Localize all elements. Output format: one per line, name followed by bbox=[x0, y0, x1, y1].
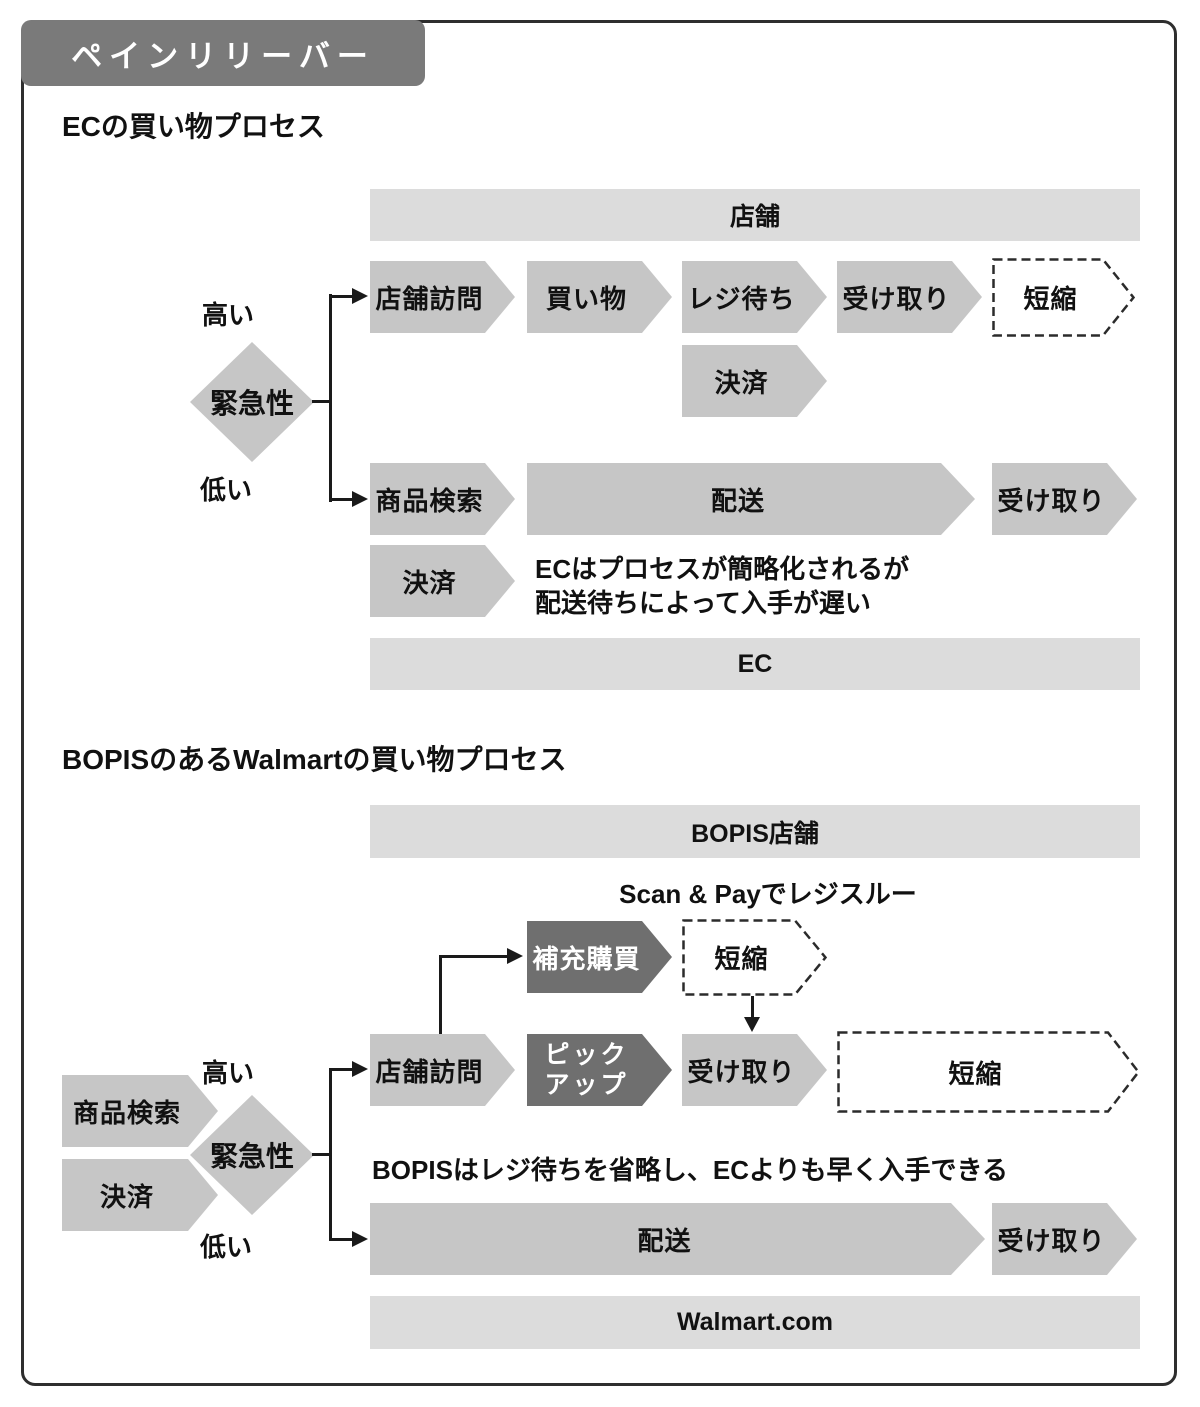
bopis-heading: BOPISのあるWalmartの買い物プロセス bbox=[62, 744, 567, 775]
ec-store-bar-label: 店舗 bbox=[729, 203, 780, 231]
chevron-payment-bopis-label: 決済 bbox=[99, 1181, 154, 1212]
replenish-arrowhead bbox=[507, 948, 523, 964]
replenish-elbow-vertical bbox=[439, 955, 442, 1034]
bopis-branch-stub bbox=[312, 1153, 332, 1156]
bopis-branch-vertical bbox=[329, 1068, 332, 1241]
chevron-delivery-bopis: 配送 bbox=[370, 1203, 985, 1275]
chevron-replenish: 補充購買 bbox=[527, 921, 672, 993]
ec-branch-high-arrowhead bbox=[352, 288, 368, 304]
chevron-delivery-ec: 配送 bbox=[527, 463, 975, 535]
chevron-product-search-bopis: 商品検索 bbox=[62, 1075, 218, 1147]
chevron-receive-high: 受け取り bbox=[837, 261, 982, 333]
chevron-register-wait: レジ待ち bbox=[682, 261, 827, 333]
bopis-urgency-label: 緊急性 bbox=[209, 1141, 294, 1172]
chevron-store-visit-bopis: 店舗訪問 bbox=[370, 1034, 515, 1106]
chevron-shopping-label: 買い物 bbox=[545, 283, 627, 314]
chevron-delivery-ec-label: 配送 bbox=[710, 485, 765, 516]
shorten-down-line bbox=[751, 996, 754, 1018]
ec-branch-low-line bbox=[330, 498, 354, 501]
ec-label-low: 低い bbox=[200, 475, 253, 505]
chevron-payment-high-label: 決済 bbox=[714, 367, 769, 398]
bopis-branch-low-arrowhead bbox=[352, 1231, 368, 1247]
chevron-pickup-label: ピック アップ bbox=[544, 1040, 628, 1100]
dashed-chevron-shorten-replenish: 短縮 bbox=[682, 919, 827, 996]
ec-store-bar: 店舗 bbox=[370, 189, 1140, 241]
walmart-bar-label: Walmart.com bbox=[676, 1308, 834, 1336]
chevron-product-search-ec: 商品検索 bbox=[370, 463, 515, 535]
chevron-register-wait-label: レジ待ち bbox=[687, 283, 796, 314]
chevron-receive-high-label: 受け取り bbox=[842, 283, 951, 314]
chevron-payment-low-ec: 決済 bbox=[370, 545, 515, 617]
ec-bar-label: EC bbox=[737, 649, 773, 678]
bopis-branch-high-line bbox=[330, 1068, 354, 1071]
chevron-receive-low-bopis-label: 受け取り bbox=[997, 1225, 1106, 1256]
ec-label-high: 高い bbox=[202, 300, 255, 330]
ec-branch-high-line bbox=[330, 295, 354, 298]
chevron-receive-high-bopis: 受け取り bbox=[682, 1034, 827, 1106]
title-tab: ペインリリーバー bbox=[21, 20, 425, 86]
bopis-store-bar: BOPIS店舗 bbox=[370, 805, 1140, 858]
chevron-store-visit: 店舗訪問 bbox=[370, 261, 515, 333]
chevron-payment-bopis: 決済 bbox=[62, 1159, 218, 1231]
bopis-branch-low-line bbox=[330, 1238, 354, 1241]
chevron-receive-low-ec: 受け取り bbox=[992, 463, 1137, 535]
dashed-chevron-shorten-long-label: 短縮 bbox=[948, 1058, 1003, 1089]
chevron-store-visit-bopis-label: 店舗訪問 bbox=[375, 1056, 484, 1087]
ec-urgency-label: 緊急性 bbox=[209, 388, 294, 419]
chevron-replenish-label: 補充購買 bbox=[532, 943, 641, 974]
ec-heading: ECの買い物プロセス bbox=[62, 111, 325, 142]
chevron-pickup: ピック アップ bbox=[527, 1034, 672, 1106]
dashed-chevron-shorten-ec-label: 短縮 bbox=[1023, 284, 1078, 314]
chevron-product-search-ec-label: 商品検索 bbox=[375, 485, 484, 516]
bopis-label-low: 低い bbox=[200, 1232, 253, 1262]
chevron-delivery-bopis-label: 配送 bbox=[637, 1225, 692, 1256]
ec-branch-low-arrowhead bbox=[352, 491, 368, 507]
chevron-receive-low-ec-label: 受け取り bbox=[997, 485, 1106, 516]
ec-note-line1: ECはプロセスが簡略化されるが bbox=[535, 554, 910, 584]
bopis-branch-high-arrowhead bbox=[352, 1061, 368, 1077]
chevron-product-search-bopis-label: 商品検索 bbox=[72, 1097, 181, 1128]
dashed-chevron-shorten-ec: 短縮 bbox=[992, 258, 1135, 337]
bopis-store-bar-label: BOPIS店舗 bbox=[691, 819, 819, 848]
ec-branch-stub bbox=[312, 400, 332, 403]
shorten-down-arrowhead bbox=[744, 1017, 760, 1032]
chevron-store-visit-label: 店舗訪問 bbox=[375, 283, 484, 314]
replenish-elbow-horizontal bbox=[439, 955, 509, 958]
scan-pay-note: Scan & Payでレジスルー bbox=[619, 879, 917, 909]
chevron-payment-high: 決済 bbox=[682, 345, 827, 417]
chevron-pickup-line1: ピック bbox=[544, 1041, 629, 1069]
title-tab-label: ペインリリーバー bbox=[71, 38, 375, 74]
chevron-receive-high-bopis-label: 受け取り bbox=[687, 1056, 796, 1087]
dashed-chevron-shorten-long: 短縮 bbox=[837, 1031, 1140, 1113]
chevron-payment-low-ec-label: 決済 bbox=[402, 567, 457, 598]
ec-bar: EC bbox=[370, 638, 1140, 690]
dashed-chevron-shorten-replenish-label: 短縮 bbox=[714, 944, 769, 974]
ec-note-line2: 配送待ちによって入手が遅い bbox=[535, 588, 871, 618]
chevron-shopping: 買い物 bbox=[527, 261, 672, 333]
chevron-pickup-line2: アップ bbox=[544, 1071, 629, 1099]
bopis-label-high: 高い bbox=[202, 1058, 255, 1088]
chevron-receive-low-bopis: 受け取り bbox=[992, 1203, 1137, 1275]
ec-branch-vertical bbox=[329, 294, 332, 502]
bopis-note: BOPISはレジ待ちを省略し、ECよりも早く入手できる bbox=[372, 1155, 1008, 1185]
walmart-bar: Walmart.com bbox=[370, 1296, 1140, 1349]
